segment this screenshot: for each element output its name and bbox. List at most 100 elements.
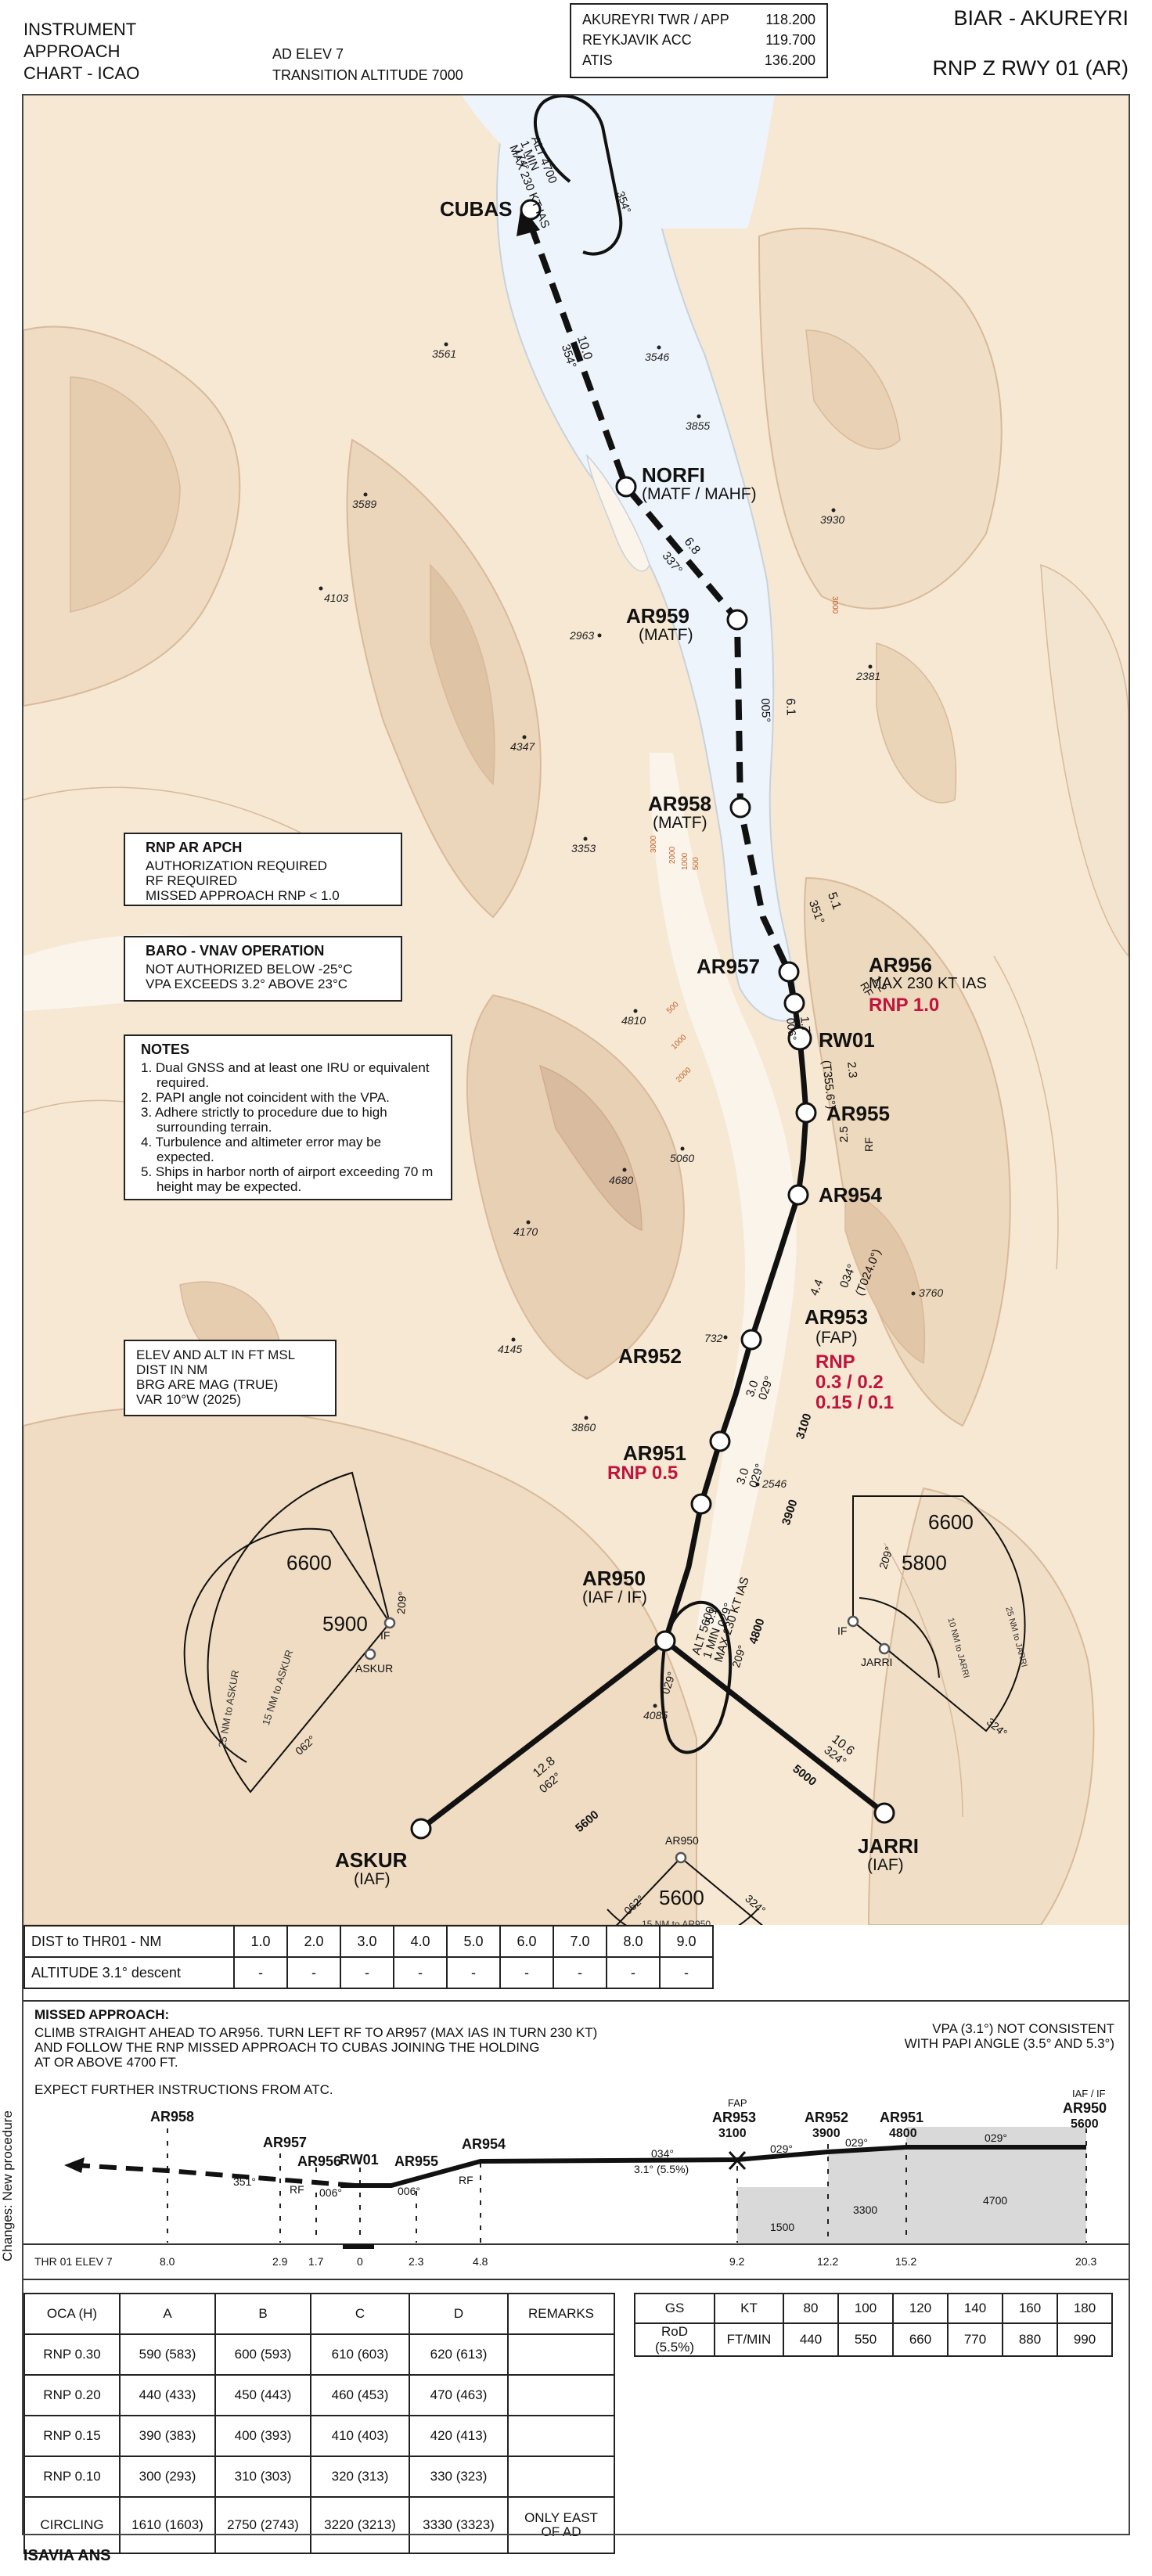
- taa-jarri-outer-alt: 6600: [928, 1510, 974, 1534]
- profile-alt-ar951: 4800: [889, 2127, 917, 2140]
- profile-msa-4700: 4700: [983, 2194, 1008, 2207]
- waypoint-ar953[interactable]: AR953: [805, 1305, 868, 1329]
- spot-elevation: 2381: [856, 670, 881, 682]
- note-item: 2. PAPI angle not coincident with the VP…: [141, 1090, 390, 1105]
- taa-jarri-inner-alt: 5800: [902, 1551, 947, 1574]
- ar951-rnp: RNP 0.5: [607, 1462, 679, 1484]
- section-divider: [23, 2279, 1129, 2280]
- waypoint-jarri[interactable]: JARRI: [858, 1834, 920, 1858]
- missed-approach-text: MISSED APPROACH: CLIMB STRAIGHT AHEAD TO…: [34, 2007, 598, 2097]
- profile-fix-ar951: AR951: [880, 2110, 924, 2125]
- spot-elevation: 2963: [570, 629, 595, 642]
- profile-fix-ar950: AR950: [1063, 2100, 1107, 2116]
- waypoint-cubas[interactable]: CUBAS: [440, 197, 513, 221]
- section-divider: [23, 2000, 1129, 2002]
- profile-view: AR958 AR957 AR956 RW01 AR955 AR954 FAP A…: [23, 2066, 1129, 2268]
- ar959-role: (MATF): [639, 626, 693, 644]
- spot-elevation: 3589: [352, 498, 377, 510]
- units-box: ELEV AND ALT IN FT MSL DIST IN NM BRG AR…: [124, 1340, 337, 1416]
- jarri-role: (IAF): [867, 1856, 904, 1874]
- profile-alt-ar950: 5600: [1071, 2117, 1099, 2131]
- profile-alt-ar953: 3100: [718, 2127, 747, 2140]
- ar956-speed-limit: MAX 230 KT IAS: [869, 975, 987, 992]
- rate-of-descent-table: GS KT 80 100 120 140 160 180 RoD (5.5%) …: [634, 2293, 1113, 2357]
- notes-list: 1. Dual GNSS and at least one IRU or equ…: [141, 1060, 438, 1194]
- spot-elevation: 3760: [919, 1286, 944, 1299]
- askur-role: (IAF): [354, 1870, 391, 1888]
- ar958-role: (MATF): [653, 814, 707, 832]
- waypoint-ar952[interactable]: AR952: [618, 1344, 682, 1368]
- waypoint-ar956[interactable]: AR956: [869, 953, 932, 977]
- spot-elevation: 732: [704, 1332, 723, 1344]
- spot-elevation: 5060: [670, 1152, 695, 1164]
- oca-header-row: OCA (H) A B C D REMARKS: [23, 2293, 615, 2335]
- profile-fix-ar952: AR952: [805, 2110, 849, 2125]
- waypoint-ar951[interactable]: AR951: [623, 1441, 686, 1465]
- spot-elevation: 4810: [621, 1014, 646, 1027]
- norfi-role: (MATF / MAHF): [642, 485, 757, 503]
- chart-frame: [22, 94, 1130, 2535]
- changes-note: Changes: New procedure: [0, 2110, 15, 2261]
- waypoint-ar954[interactable]: AR954: [819, 1183, 882, 1207]
- waypoint-ar959[interactable]: AR959: [626, 604, 689, 628]
- waypoint-rw01[interactable]: RW01: [819, 1028, 875, 1052]
- profile-dist: 1.7: [308, 2255, 324, 2268]
- profile-iaf-if-label: IAF / IF: [1072, 2088, 1106, 2099]
- rod-gs-row: GS KT 80 100 120 140 160 180: [634, 2293, 1113, 2324]
- profile-dist: 2.3: [409, 2255, 424, 2268]
- profile-glide-angle: 3.1° (5.5%): [634, 2163, 689, 2175]
- profile-brg034: 034°: [651, 2147, 674, 2160]
- taa-askur-fix: ASKUR: [355, 1662, 394, 1675]
- waypoint-askur[interactable]: ASKUR: [335, 1848, 408, 1872]
- aerodrome-info: AD ELEV 7 TRANSITION ALTITUDE 7000: [272, 44, 463, 86]
- waypoint-ar955[interactable]: AR955: [826, 1102, 890, 1125]
- note-item: 5. Ships in harbor north of airport exce…: [141, 1164, 434, 1194]
- spot-elevation: 3561: [432, 347, 457, 360]
- ar950-role: (IAF / IF): [582, 1588, 647, 1606]
- profile-missed-brg: 351°: [233, 2175, 256, 2188]
- profile-rf2: RF: [459, 2174, 473, 2186]
- profile-dist: 0: [357, 2255, 363, 2268]
- spot-elevation: 4347: [510, 740, 535, 753]
- taa-askur-inner-alt: 5900: [322, 1612, 368, 1635]
- profile-dist: 12.2: [817, 2255, 839, 2268]
- taa-ar950-inner-alt: 5600: [659, 1886, 704, 1909]
- profile-dist: 15.2: [895, 2255, 917, 2268]
- profile-brg029b: 029°: [845, 2136, 868, 2149]
- ar953-role: (FAP): [815, 1329, 858, 1347]
- spot-elevation: 3930: [820, 513, 845, 526]
- profile-graphic: [23, 2127, 1129, 2249]
- dist-row: DIST to THR01 - NM 1.0 2.0 3.0 4.0 5.0 6…: [23, 1925, 714, 1958]
- taa-ar950-fix: AR950: [665, 1834, 699, 1847]
- spot-elevation: 4103: [324, 592, 349, 604]
- profile-fix-ar954: AR954: [462, 2136, 506, 2152]
- waypoint-norfi[interactable]: NORFI: [642, 463, 705, 487]
- profile-msa-1500: 1500: [770, 2221, 795, 2233]
- profile-rf1: RF: [290, 2183, 304, 2196]
- baro-vnav-box: BARO - VNAV OPERATION NOT AUTHORIZED BEL…: [124, 936, 402, 1002]
- ar953-rnp: RNP 0.3 / 0.2 0.15 / 0.1: [815, 1351, 895, 1413]
- profile-brg006b: 006°: [398, 2185, 420, 2197]
- terrain-layer: [23, 95, 1129, 1925]
- waypoint-ar957[interactable]: AR957: [697, 955, 760, 978]
- distance-altitude-table: DIST to THR01 - NM 1.0 2.0 3.0 4.0 5.0 6…: [23, 1925, 714, 1989]
- profile-thr-label: THR 01 ELEV 7: [34, 2255, 113, 2268]
- note-item: 3. Adhere strictly to procedure due to h…: [141, 1105, 387, 1135]
- waypoint-ar950[interactable]: AR950: [582, 1567, 646, 1590]
- aerodrome-title: BIAR - AKUREYRI: [953, 6, 1129, 30]
- spot-elevation: 4145: [498, 1343, 523, 1355]
- waypoint-ar958[interactable]: AR958: [648, 792, 711, 815]
- profile-dist: 2.9: [272, 2255, 288, 2268]
- spot-elevation: 4170: [513, 1225, 538, 1238]
- plan-view-map: RNP AR APCH AUTHORIZATION REQUIRED RF RE…: [23, 95, 1129, 1925]
- rod-value-row: RoD (5.5%) FT/MIN 440 550 660 770 880 99…: [634, 2322, 1113, 2357]
- profile-fix-rw01: RW01: [340, 2152, 379, 2168]
